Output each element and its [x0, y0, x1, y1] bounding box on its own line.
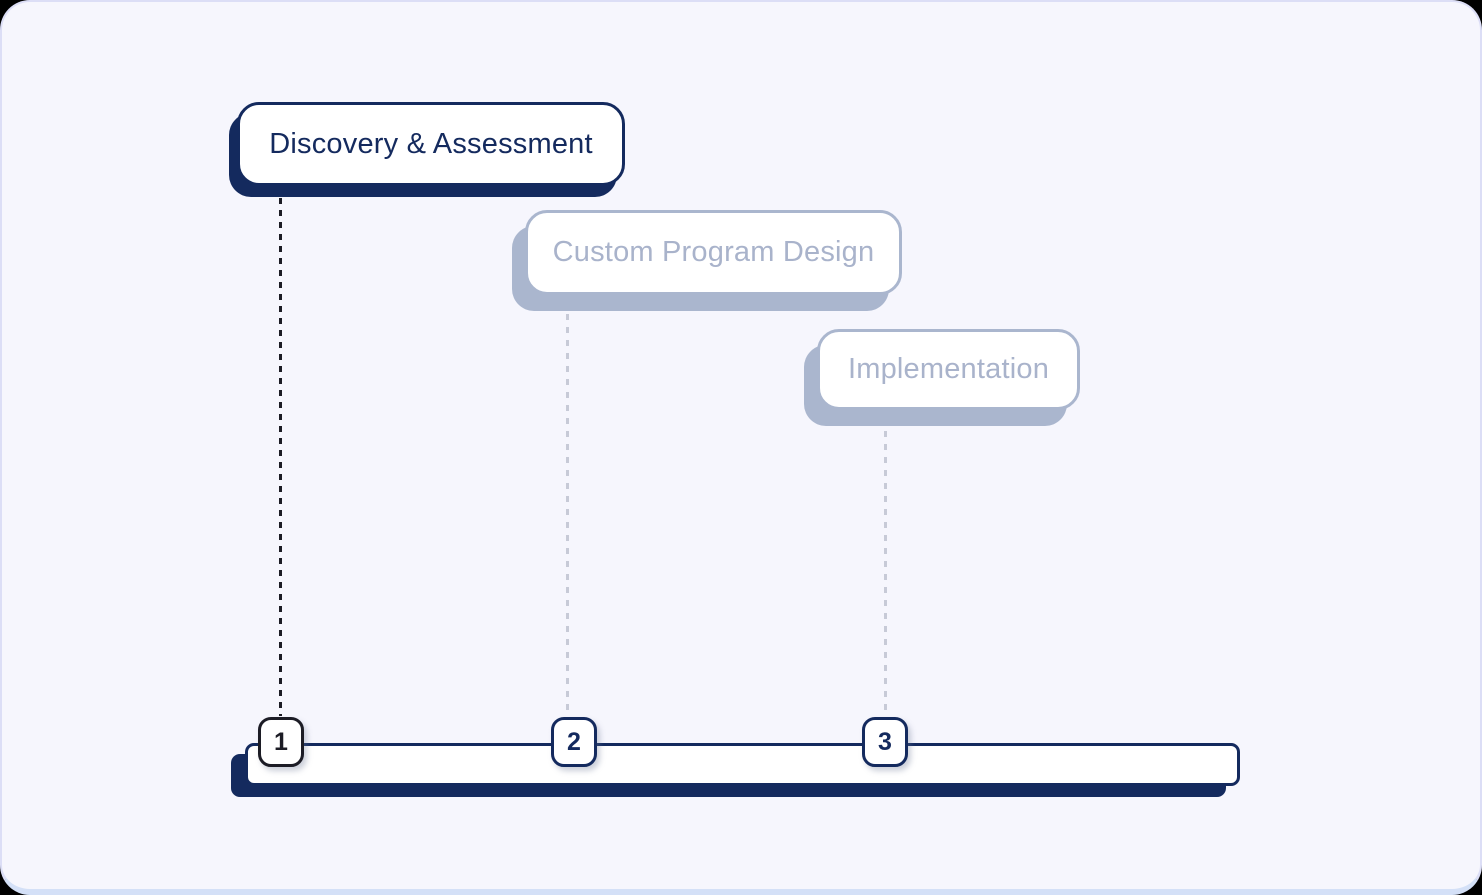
marker-number: 3 [878, 727, 892, 756]
timeline-marker-1[interactable]: 1 [258, 717, 304, 767]
stage-card-implementation[interactable]: Implementation [817, 329, 1080, 410]
stage-card-custom-program-design[interactable]: Custom Program Design [525, 210, 902, 295]
timeline-marker-3[interactable]: 3 [862, 717, 908, 767]
marker-number: 2 [567, 727, 581, 756]
connector-line-stage-2 [566, 314, 569, 716]
stage-label: Custom Program Design [552, 236, 875, 268]
connector-line-stage-3 [884, 431, 887, 716]
timeline-marker-2[interactable]: 2 [551, 717, 597, 767]
stage-label: Discovery & Assessment [269, 127, 593, 160]
stage-label: Implementation [847, 353, 1050, 385]
connector-line-stage-1 [279, 198, 282, 716]
timeline-bar [245, 743, 1240, 786]
stage-card-discovery-assessment[interactable]: Discovery & Assessment [237, 102, 625, 186]
marker-number: 1 [274, 727, 288, 756]
